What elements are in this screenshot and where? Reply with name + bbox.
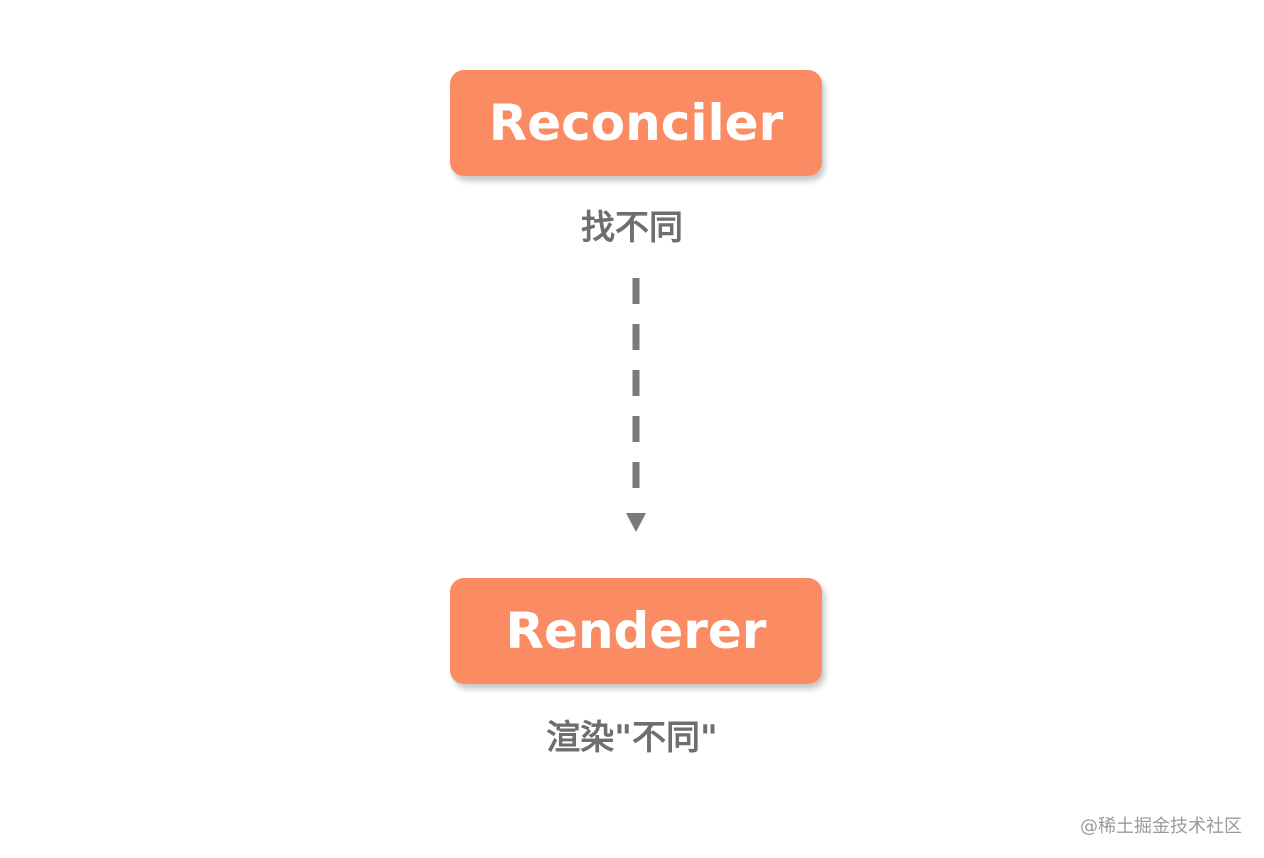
renderer-box: Renderer xyxy=(450,578,822,684)
reconciler-label: Reconciler xyxy=(488,94,784,152)
dashed-down-arrow xyxy=(626,278,646,532)
renderer-caption: 渲染"不同" xyxy=(546,718,718,758)
arrow-head-icon xyxy=(626,513,646,532)
renderer-label: Renderer xyxy=(505,602,767,660)
reconciler-caption: 找不同 xyxy=(581,208,683,248)
watermark: @稀土掘金技术社区 xyxy=(1080,816,1242,837)
reconciler-box: Reconciler xyxy=(450,70,822,176)
